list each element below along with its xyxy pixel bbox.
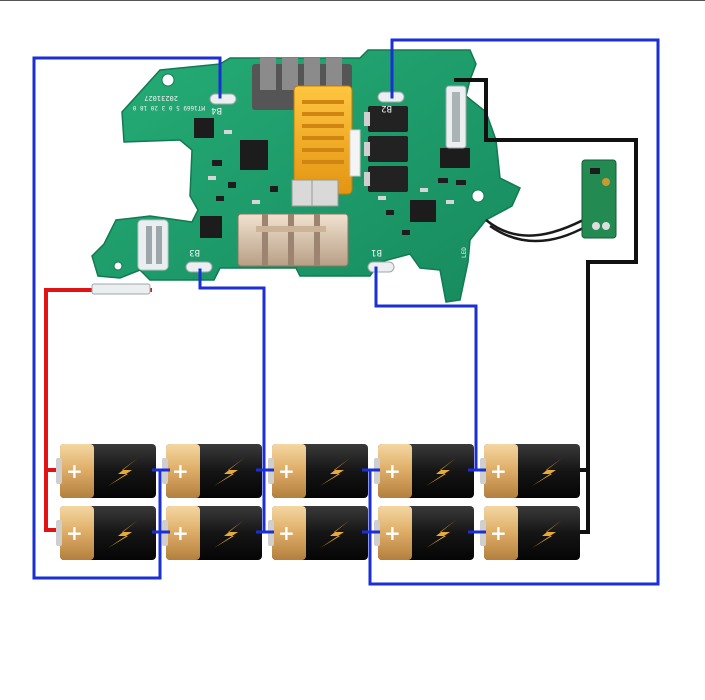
battery-cell: + xyxy=(374,444,474,498)
cell-terminal xyxy=(56,458,62,484)
cell-positive-symbol: + xyxy=(278,459,295,483)
balance-pad-b4: B4 xyxy=(209,93,237,115)
lightning-bolt-icon xyxy=(532,520,562,548)
charge-connector xyxy=(252,58,361,207)
cell-terminal xyxy=(56,520,62,546)
bms-board: 20231027 MT1669 5 0 3 20 18 0 LED xyxy=(91,49,521,303)
wiring xyxy=(32,38,660,586)
ic-chip xyxy=(440,148,470,168)
pcb-tab-slot xyxy=(146,226,152,264)
lightning-bolt-icon xyxy=(426,458,456,486)
lightning-bolt-icon xyxy=(108,520,138,548)
series-links xyxy=(152,468,486,534)
mount-hole xyxy=(471,189,485,203)
cell-positive-symbol: + xyxy=(66,459,83,483)
cell-positive-symbol: + xyxy=(66,521,83,545)
cell-positive-symbol: + xyxy=(278,521,295,545)
cell-positive-symbol: + xyxy=(384,459,401,483)
wire-b2 xyxy=(368,38,660,586)
lightning-bolt-icon xyxy=(214,458,244,486)
svg-text:B1: B1 xyxy=(371,247,382,257)
silk-led: LED xyxy=(461,247,468,258)
ic-chip xyxy=(410,200,436,222)
svg-text:B3: B3 xyxy=(189,247,200,257)
smd-resistors xyxy=(208,130,454,204)
smd-components xyxy=(212,160,466,235)
wire-b4 xyxy=(32,56,222,580)
cell-positive-symbol: + xyxy=(490,459,507,483)
cell-positive-symbol: + xyxy=(172,459,189,483)
battery-cell: + xyxy=(480,444,580,498)
wire-negative xyxy=(454,78,638,534)
battery-cell: + xyxy=(268,506,368,560)
ic-chip xyxy=(194,118,214,138)
battery-cell: + xyxy=(162,506,262,560)
lightning-bolt-icon xyxy=(320,520,350,548)
battery-cell: + xyxy=(56,506,156,560)
positive-pad xyxy=(91,283,151,295)
ic-chip xyxy=(200,216,222,238)
battery-cell: + xyxy=(162,444,262,498)
battery-cell: + xyxy=(374,506,474,560)
output-pad-slot xyxy=(452,92,460,142)
svg-text:B2: B2 xyxy=(381,103,392,113)
main-terminals xyxy=(237,213,349,267)
controller-chip xyxy=(240,140,268,170)
cell-positive-symbol: + xyxy=(384,521,401,545)
mount-hole xyxy=(113,261,123,271)
mosfet-array xyxy=(364,106,408,192)
lightning-bolt-icon xyxy=(214,520,244,548)
mount-hole xyxy=(161,73,175,87)
lightning-bolt-icon xyxy=(426,520,456,548)
wire-b1 xyxy=(374,266,478,472)
silk-model: MT1669 5 0 3 20 18 0 xyxy=(132,104,205,111)
silk-part-number: 20231027 xyxy=(144,94,178,102)
battery-cell: + xyxy=(268,444,368,498)
cell-positive-symbol: + xyxy=(490,521,507,545)
lightning-bolt-icon xyxy=(532,458,562,486)
thermistor-sensor xyxy=(485,159,617,243)
battery-pack: + + + + + + + + + + xyxy=(56,444,580,560)
svg-text:B4: B4 xyxy=(211,105,222,115)
pcb-tab xyxy=(137,219,169,271)
wire-b3 xyxy=(198,268,266,534)
battery-cell: + xyxy=(480,506,580,560)
lightning-bolt-icon xyxy=(108,458,138,486)
pcb-tab-slot xyxy=(156,226,162,264)
lightning-bolt-icon xyxy=(320,458,350,486)
cell-positive-symbol: + xyxy=(172,521,189,545)
battery-cell: + xyxy=(56,444,156,498)
